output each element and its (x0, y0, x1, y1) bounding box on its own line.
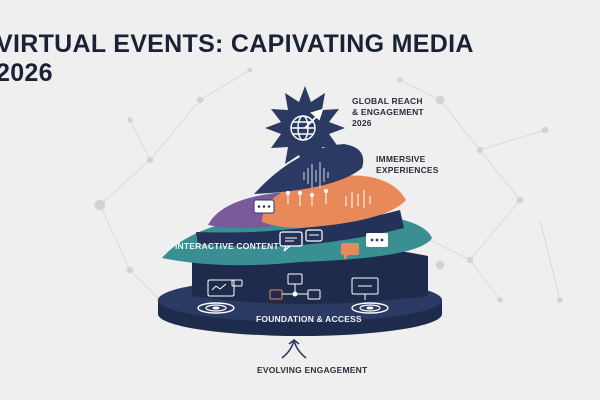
global-reach-tier (265, 86, 345, 171)
mid-band (196, 210, 404, 247)
target-icon (197, 302, 235, 314)
sound-wave-icon (303, 162, 329, 188)
dashboard-icon (207, 279, 243, 297)
globe-icon (290, 115, 316, 141)
message-icon (366, 233, 388, 247)
comment-icon (279, 231, 303, 252)
chat-icon (253, 199, 275, 214)
immersive-label-line-2: EXPERIENCES (376, 165, 439, 175)
network-icon (269, 273, 321, 300)
immersive-label: IMMERSIVE EXPERIENCES (376, 154, 439, 176)
top-swoosh (254, 144, 364, 194)
monitor-icon (351, 277, 379, 300)
global-reach-label-line-1: GLOBAL REACH (352, 96, 423, 106)
page-title-line-1: VIRTUAL EVENTS: CAPIVATING MEDIA (0, 30, 474, 58)
up-arrow-icon (281, 338, 307, 359)
arrow-icon (304, 108, 324, 129)
target-icon (351, 302, 389, 314)
waveform-icon (285, 188, 371, 208)
comment-icon (305, 229, 323, 242)
reaction-icon (341, 243, 359, 260)
interactive-label: INTERACTIVE CONTENT (175, 241, 279, 251)
evolving-label: EVOLVING ENGAGEMENT (257, 365, 368, 375)
page-title-line-2: 2026 (0, 59, 53, 87)
global-reach-label-line-3: 2026 (352, 118, 372, 128)
page-title: VIRTUAL EVENTS: CAPIVATING MEDIA 2026 (0, 30, 474, 88)
global-reach-label: GLOBAL REACH & ENGAGEMENT 2026 (352, 96, 424, 129)
immersive-label-line-1: IMMERSIVE (376, 154, 426, 164)
global-reach-label-line-2: & ENGAGEMENT (352, 107, 424, 117)
background-network (94, 67, 563, 303)
foundation-label: FOUNDATION & ACCESS (256, 314, 362, 324)
